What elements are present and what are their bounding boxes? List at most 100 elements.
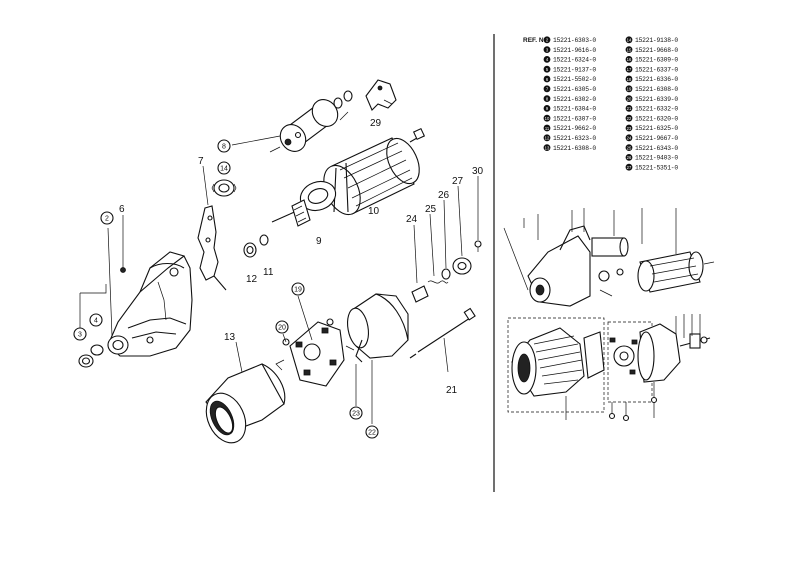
ref-badge <box>543 105 551 112</box>
callout-9: 9 <box>316 236 322 247</box>
front-bush <box>78 344 104 368</box>
ref-badge <box>543 124 551 132</box>
callout-23: 23 <box>352 411 360 418</box>
ref-part-number: 15221-6305-0 <box>553 86 596 93</box>
ref-number: 9 <box>546 106 549 111</box>
bolt-6 <box>120 215 126 273</box>
ref-badge <box>625 124 633 132</box>
callout-14-circle <box>217 161 231 175</box>
ref-number: 8 <box>546 96 549 101</box>
ref-number: 3 <box>546 47 549 52</box>
callout-2-circle <box>100 211 114 225</box>
callout-8: 8 <box>222 144 226 151</box>
leader-8 <box>231 135 281 146</box>
pinion-gear <box>211 179 237 197</box>
ref-number: 2 <box>546 38 549 43</box>
rear-housing <box>347 293 409 363</box>
ref-number: 10 <box>545 116 550 121</box>
callout-29: 29 <box>370 118 382 129</box>
ref-part-number: 15221-9662-0 <box>553 125 596 132</box>
callout-22: 22 <box>368 430 376 437</box>
dust-cover-29 <box>365 79 397 111</box>
ref-part-number: 15221-6302-0 <box>553 96 596 103</box>
callout-27: 27 <box>452 176 464 187</box>
ref-number: 25 <box>627 145 632 150</box>
callout-4-circle <box>89 313 103 327</box>
ref-part-number: 15221-6309-0 <box>635 57 678 64</box>
callout-8-circle <box>217 139 231 153</box>
ref-badge <box>543 114 551 122</box>
leader-19 <box>297 295 313 341</box>
ref-part-number: 15221-9667-0 <box>635 135 678 142</box>
ref-part-number: 15221-6325-0 <box>635 125 678 132</box>
ref-number: 26 <box>627 155 632 160</box>
ref-number: 21 <box>627 106 632 111</box>
callout-22-circle <box>365 425 379 439</box>
ref-badge <box>543 85 551 93</box>
ref-badge <box>625 134 633 142</box>
ref-badge <box>543 46 551 53</box>
yoke <box>205 363 286 444</box>
ref-part-number: 15221-6337-0 <box>635 66 678 73</box>
ref-badge <box>543 134 551 142</box>
callout-12: 12 <box>246 274 258 285</box>
assembled-view-upper <box>503 208 715 307</box>
ref-number: 15 <box>627 47 632 52</box>
callout-3: 3 <box>78 332 82 339</box>
callout-7: 7 <box>198 156 204 167</box>
ref-badge <box>625 56 633 63</box>
callout-2: 2 <box>105 216 109 223</box>
leader-13 <box>235 341 243 373</box>
through-bolt <box>409 307 476 359</box>
ref-badge <box>625 75 633 83</box>
ref-number: 5 <box>546 67 549 72</box>
callout-26: 26 <box>438 190 450 201</box>
ref-part-number: 15221-6324-0 <box>553 57 596 64</box>
ref-number: 16 <box>627 57 632 62</box>
ref-number: 4 <box>546 57 549 62</box>
ref-part-number: 15221-9403-0 <box>635 155 678 162</box>
ref-number: 24 <box>627 136 632 141</box>
ref-badge <box>543 144 551 152</box>
washer-11 <box>259 234 269 246</box>
ref-badge <box>625 46 633 53</box>
ref-part-number: 15221-6343-0 <box>635 145 678 152</box>
callout-10: 10 <box>368 206 380 217</box>
ref-number: 12 <box>545 136 550 141</box>
leader-21 <box>443 337 449 373</box>
ref-number: 22 <box>627 116 632 121</box>
callout-25: 25 <box>425 204 437 215</box>
leader-2 <box>107 227 113 337</box>
ref-badge <box>625 154 633 161</box>
callout-3-circle <box>73 327 87 341</box>
callout-20: 20 <box>278 325 286 332</box>
ref-number: 27 <box>627 165 632 170</box>
ref-badge <box>625 163 633 171</box>
callout-19-circle <box>291 282 305 296</box>
washer-26 <box>441 268 451 280</box>
stop-ring-12 <box>243 242 257 258</box>
leader-24 <box>413 224 418 284</box>
ref-number: 17 <box>627 67 632 72</box>
brush-holder <box>275 318 355 387</box>
ref-part-number: 15221-6336-0 <box>635 76 678 83</box>
callout-23-circle <box>349 406 363 420</box>
ref-part-number: 15221-6332-0 <box>635 106 678 113</box>
ref-number: 19 <box>627 87 632 92</box>
ref-part-number: 15221-6339-0 <box>635 96 678 103</box>
ref-badge <box>625 114 633 122</box>
ref-part-number: 15221-5502-0 <box>553 76 596 83</box>
ref-part-number: 15221-9138-0 <box>635 37 678 44</box>
ref-badge <box>625 144 633 152</box>
armature <box>271 127 426 223</box>
reference-header: REF. No. <box>523 37 550 44</box>
leader-26 <box>443 199 447 269</box>
drive-housing <box>107 251 193 357</box>
ref-number: 20 <box>627 96 632 101</box>
ref-part-number: 15221-9616-0 <box>553 47 596 54</box>
leader-25 <box>429 213 435 277</box>
callout-14: 14 <box>220 166 228 173</box>
